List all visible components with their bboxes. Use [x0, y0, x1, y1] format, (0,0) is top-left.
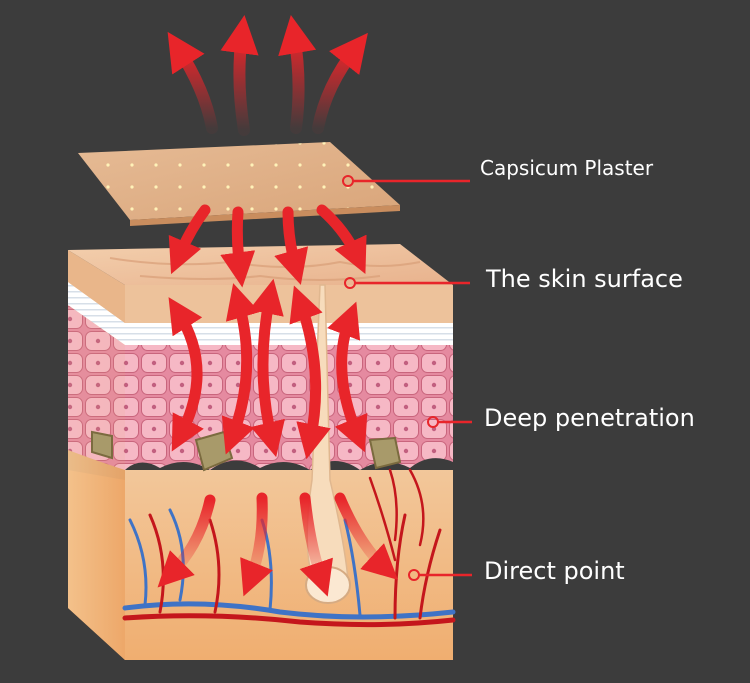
arrow-up	[278, 15, 317, 134]
emission-arrows	[167, 14, 368, 136]
pigment-cell	[91, 430, 113, 460]
skin-block	[68, 244, 456, 660]
deep-arrows	[157, 492, 398, 597]
leader-plaster	[342, 175, 470, 187]
arrow-down	[168, 204, 211, 275]
arrow-up	[312, 32, 368, 134]
arrow-deep	[334, 492, 398, 580]
arrow-double	[327, 301, 368, 453]
heat-arrows	[157, 14, 398, 597]
arrow-deep	[240, 492, 273, 597]
arrow-double	[289, 285, 331, 460]
arrow-down	[274, 206, 309, 285]
arrow-double	[221, 283, 260, 455]
label-direct-point: Direct point	[484, 557, 625, 585]
epidermis-side	[68, 305, 125, 470]
label-capsicum-plaster: Capsicum Plaster	[480, 156, 654, 180]
label-deep-penetration: Deep penetration	[484, 404, 695, 432]
arrow-deep	[157, 494, 216, 588]
artery	[122, 613, 456, 628]
surface-side	[68, 250, 125, 323]
label-skin-surface: The skin surface	[486, 265, 683, 293]
leader-surface	[344, 277, 470, 289]
stratum-layer	[125, 323, 453, 345]
arrow-up	[220, 14, 259, 136]
surface-front	[125, 285, 453, 323]
plaster-dots	[78, 142, 400, 220]
stratum-side	[68, 282, 125, 345]
arrow-down	[316, 204, 367, 274]
arrow-double	[168, 297, 204, 452]
vein	[122, 601, 456, 620]
arrow-deep	[299, 492, 333, 597]
leader-deep	[427, 416, 472, 428]
penetration-arrows	[168, 278, 368, 460]
transfer-arrows	[168, 204, 367, 288]
hair-bulb	[305, 566, 351, 604]
arrow-down	[220, 206, 256, 288]
arrow-double	[249, 278, 285, 458]
capsicum-plaster	[78, 142, 400, 226]
pigment-cell	[368, 436, 402, 470]
epidermis-layer	[125, 345, 453, 470]
leader-lines	[342, 175, 472, 581]
leader-direct	[408, 569, 472, 581]
arrow-up	[167, 31, 218, 134]
